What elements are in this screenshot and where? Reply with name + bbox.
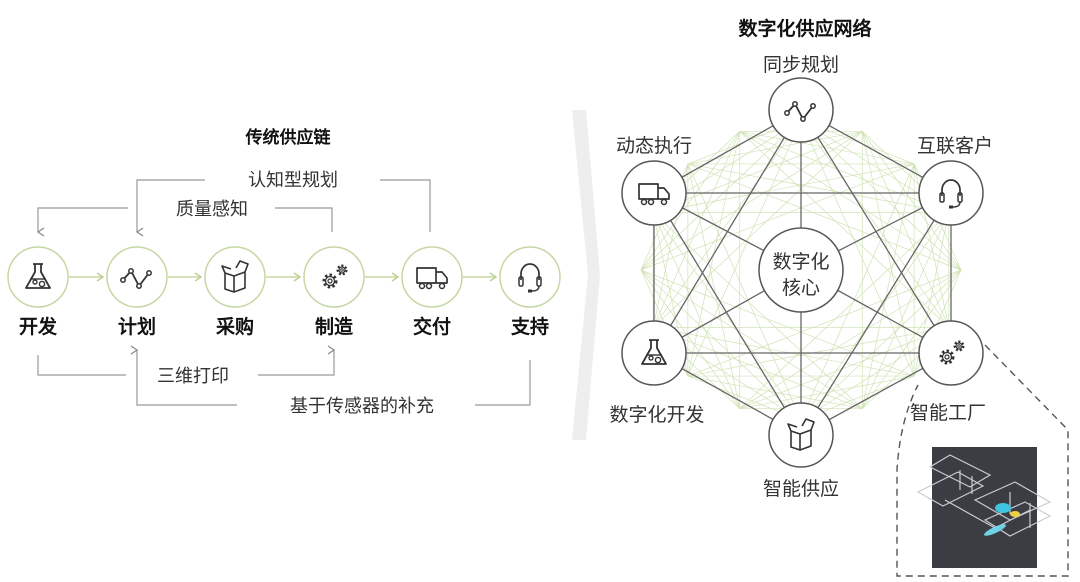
factory-illustration bbox=[916, 447, 1052, 568]
mesh-line bbox=[739, 131, 949, 213]
mesh-line bbox=[800, 163, 915, 421]
svg-text:动态执行: 动态执行 bbox=[616, 135, 692, 157]
svg-text:交付: 交付 bbox=[413, 315, 451, 338]
mesh-line bbox=[739, 212, 950, 409]
stage-source: 采购 bbox=[204, 246, 266, 338]
mesh-line bbox=[640, 131, 863, 271]
svg-text:互联客户: 互联客户 bbox=[917, 135, 993, 157]
svg-text:采购: 采购 bbox=[216, 315, 254, 338]
node-connected-customer: 互联客户 bbox=[917, 135, 993, 226]
svg-text:同步规划: 同步规划 bbox=[763, 54, 839, 76]
svg-text:数字化: 数字化 bbox=[772, 251, 829, 273]
mesh-line bbox=[739, 131, 915, 165]
left-title: 传统供应链 bbox=[245, 127, 332, 148]
mesh-line bbox=[687, 163, 949, 213]
mesh-line bbox=[640, 269, 741, 409]
svg-text:计划: 计划 bbox=[118, 315, 156, 338]
separator-chevron bbox=[572, 110, 600, 440]
mesh-line bbox=[653, 163, 915, 213]
network-link bbox=[800, 192, 952, 436]
svg-text:智能工厂: 智能工厂 bbox=[910, 402, 986, 424]
mesh-line bbox=[861, 269, 962, 409]
flow-cognitive-planning: 认知型规划 bbox=[248, 170, 338, 191]
mesh-line bbox=[687, 131, 863, 165]
factory-callout-border bbox=[896, 344, 1069, 577]
stage-deliver: 交付 bbox=[401, 246, 463, 338]
svg-text:支持: 支持 bbox=[510, 315, 549, 338]
right-title: 数字化供应网络 bbox=[738, 17, 871, 40]
mesh-line bbox=[653, 131, 863, 213]
mesh-line bbox=[652, 119, 802, 328]
flow-connectors bbox=[36, 179, 531, 406]
svg-text:开发: 开发 bbox=[19, 315, 58, 338]
node-dynamic-fulfillment: 动态执行 bbox=[616, 135, 692, 226]
stage-support: 支持 bbox=[499, 246, 561, 338]
node-sync-planning: 同步规划 bbox=[763, 54, 839, 143]
node-smart-factory: 智能工厂 bbox=[910, 320, 986, 424]
stage-develop: 开发 bbox=[7, 246, 69, 338]
mesh-line bbox=[861, 131, 962, 271]
flow-quality-sensing: 质量感知 bbox=[176, 199, 248, 220]
network-link bbox=[653, 192, 802, 436]
svg-text:制造: 制造 bbox=[315, 315, 354, 338]
node-smart-supply: 智能供应 bbox=[763, 402, 839, 500]
flow-3d-printing: 三维打印 bbox=[157, 366, 229, 387]
svg-text:数字化开发: 数字化开发 bbox=[609, 404, 704, 426]
stage-make: 制造 bbox=[303, 246, 365, 338]
core-node: 数字化 核心 bbox=[758, 227, 844, 313]
mesh-line bbox=[861, 212, 950, 409]
svg-text:核心: 核心 bbox=[782, 277, 820, 299]
flow-sensor-replenishment: 基于传感器的补充 bbox=[290, 396, 434, 417]
node-digital-development: 数字化开发 bbox=[609, 320, 705, 426]
svg-text:智能供应: 智能供应 bbox=[763, 478, 839, 500]
stage-plan: 计划 bbox=[106, 246, 168, 338]
